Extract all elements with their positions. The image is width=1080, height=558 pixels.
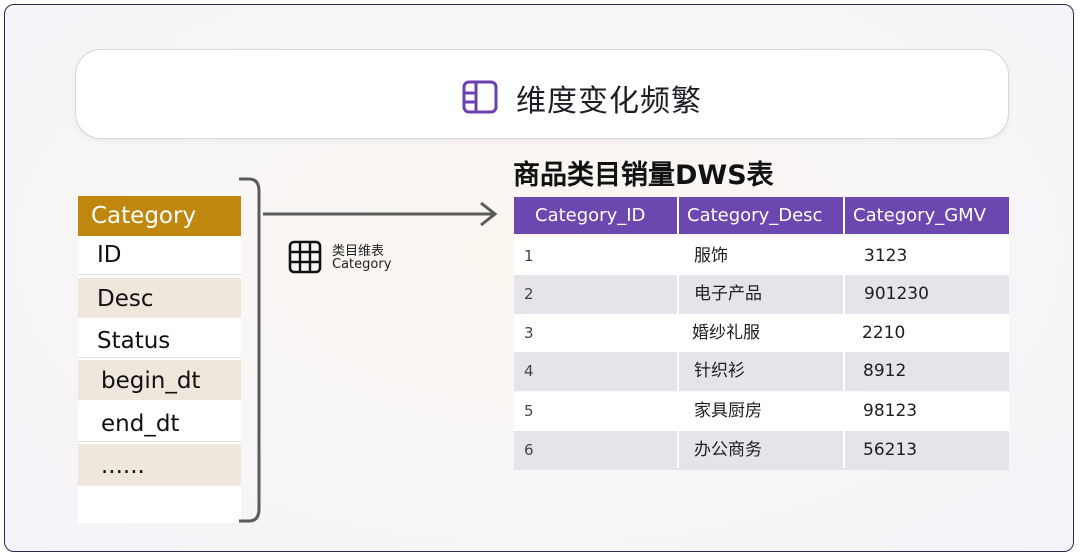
cell-desc: 办公商务 bbox=[694, 440, 762, 460]
dimension-field: begin_dt bbox=[78, 360, 241, 400]
dimension-field: ID bbox=[78, 236, 241, 275]
bracket-shape bbox=[239, 177, 261, 523]
column-header: Category_GMV bbox=[845, 197, 1009, 234]
cell-id: 3 bbox=[524, 324, 534, 342]
cell-id: 2 bbox=[524, 285, 534, 303]
link-label-en: Category bbox=[332, 257, 392, 272]
table-title: 商品类目销量DWS表 bbox=[513, 160, 774, 191]
cell-desc: 服饰 bbox=[694, 246, 728, 266]
arrow-right-icon bbox=[263, 201, 498, 227]
table-grid-icon bbox=[288, 240, 322, 274]
link-label-cn: 类目维表 bbox=[332, 244, 385, 259]
cell-desc: 电子产品 bbox=[694, 284, 762, 304]
column-divider bbox=[843, 197, 845, 468]
cell-gmv: 8912 bbox=[863, 361, 907, 381]
page-title: 维度变化频繁 bbox=[516, 84, 702, 119]
cell-id: 4 bbox=[524, 362, 534, 380]
cell-gmv: 56213 bbox=[863, 440, 918, 460]
table-row: 5 家具厨房 98123 bbox=[514, 392, 1009, 431]
dimension-field: Desc bbox=[78, 278, 241, 318]
sidebar-layout-icon bbox=[462, 80, 498, 114]
table-row: 1 服饰 3123 bbox=[514, 237, 1009, 276]
cell-gmv: 901230 bbox=[864, 284, 929, 304]
table-row: 2 电子产品 901230 bbox=[514, 275, 1009, 314]
dimension-field: Status bbox=[78, 318, 241, 358]
cell-desc: 家具厨房 bbox=[694, 401, 762, 421]
table-row: 3 婚纱礼服 2210 bbox=[514, 314, 1009, 353]
table-row: 6 办公商务 56213 bbox=[514, 431, 1009, 470]
cell-id: 6 bbox=[524, 441, 534, 459]
cell-gmv: 3123 bbox=[864, 246, 908, 266]
cell-id: 1 bbox=[524, 247, 534, 265]
cell-desc: 婚纱礼服 bbox=[692, 323, 760, 343]
column-header: Category_ID bbox=[514, 197, 677, 234]
diagram-frame: 维度变化频繁 Category ID Desc Status begin_dt … bbox=[4, 4, 1074, 552]
cell-desc: 针织衫 bbox=[694, 361, 745, 381]
cell-gmv: 98123 bbox=[863, 401, 918, 421]
table-row: 4 针织衫 8912 bbox=[514, 352, 1009, 391]
dimension-table: Category ID Desc Status begin_dt end_dt … bbox=[78, 196, 241, 523]
cell-id: 5 bbox=[524, 402, 534, 420]
header-banner: 维度变化频繁 bbox=[75, 49, 1009, 139]
column-header: Category_Desc bbox=[679, 197, 843, 234]
dimension-table-header: Category bbox=[78, 196, 241, 236]
dimension-field: end_dt bbox=[78, 402, 241, 442]
cell-gmv: 2210 bbox=[862, 323, 906, 343]
dimension-field: ...... bbox=[78, 444, 241, 486]
column-divider bbox=[677, 197, 679, 468]
